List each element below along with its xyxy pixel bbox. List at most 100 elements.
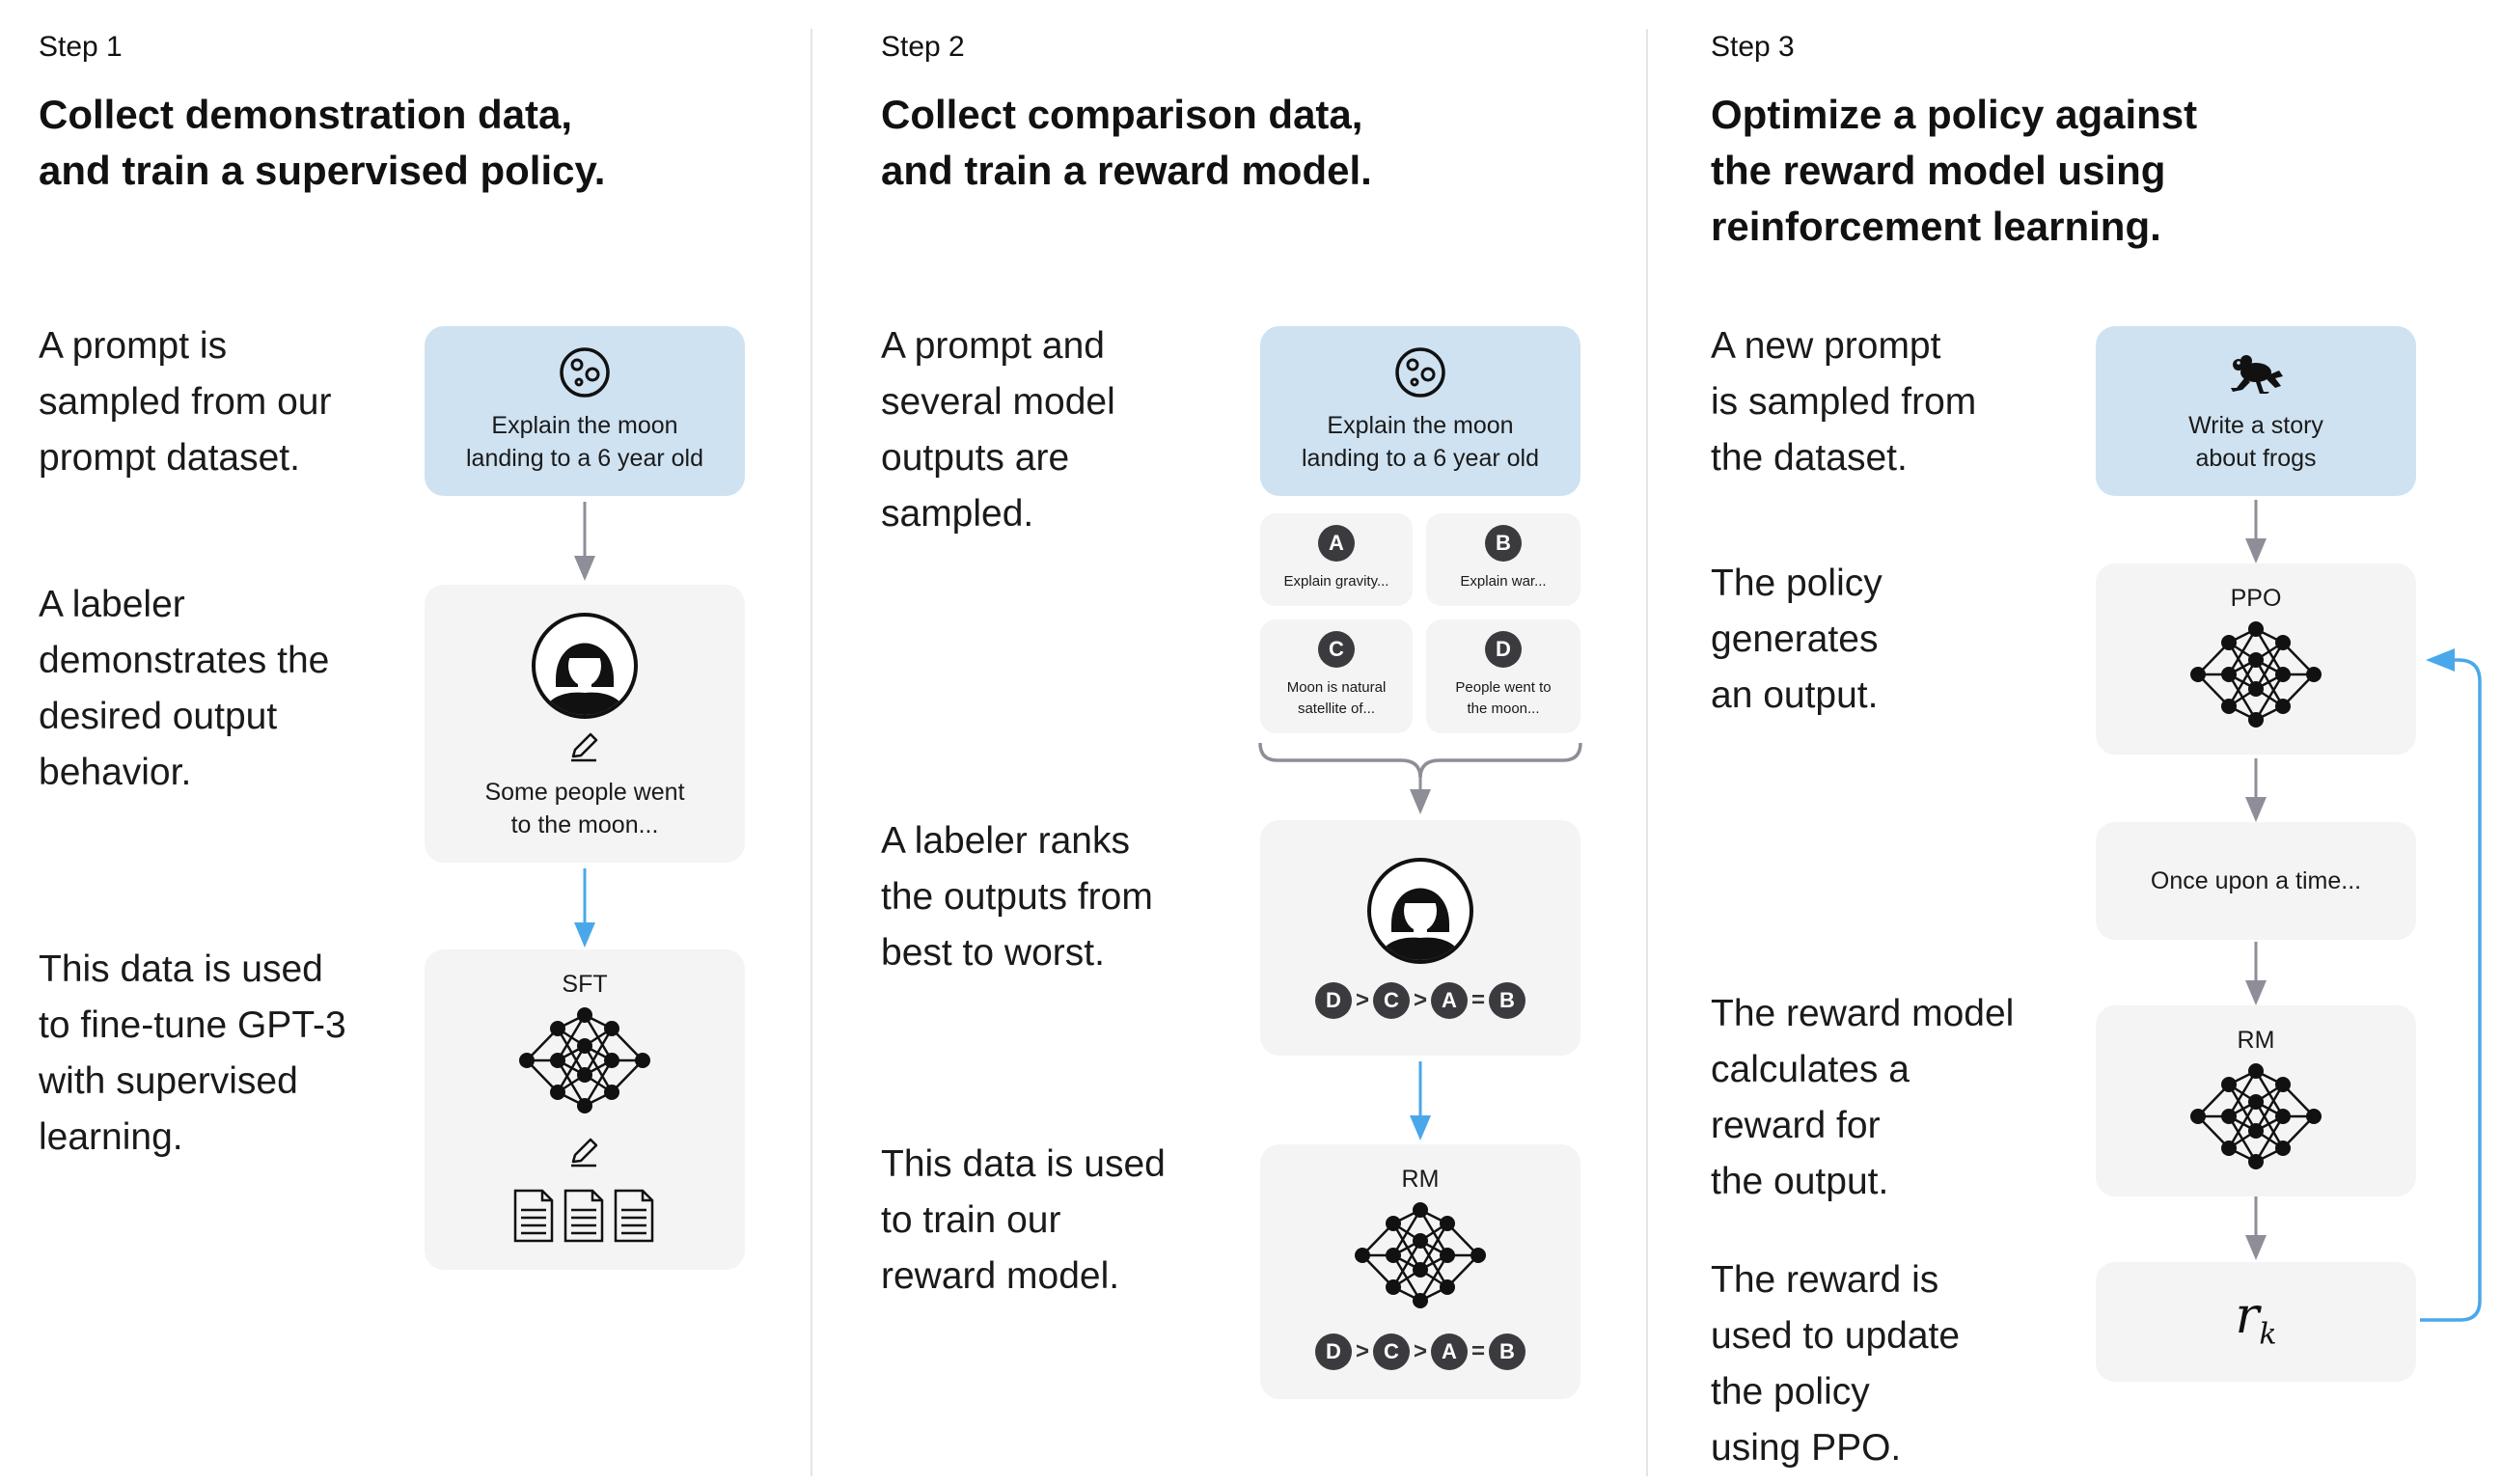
step-1-prompt-card: Explain the moon landing to a 6 year old bbox=[425, 326, 745, 496]
nn-node bbox=[1386, 1248, 1401, 1263]
desc-line: behavior. bbox=[39, 752, 192, 793]
step-1-title-line: and train a supervised policy. bbox=[39, 148, 606, 193]
desc-line: several model bbox=[881, 381, 1115, 423]
nn-node bbox=[2221, 1140, 2237, 1156]
output-text: People went to the moon... bbox=[1432, 677, 1575, 720]
divider-1 bbox=[811, 29, 812, 1476]
step-2-desc-sampled: A prompt and several model outputs are s… bbox=[881, 318, 1115, 542]
nn-node bbox=[604, 1085, 619, 1100]
nn-node bbox=[2275, 1140, 2291, 1156]
document-icon bbox=[513, 1189, 654, 1243]
person-icon bbox=[1367, 858, 1473, 964]
desc-line: This data is used bbox=[39, 948, 323, 990]
prompt-line: about frogs bbox=[2195, 445, 2317, 472]
prompt-text: Explain the moon landing to a 6 year old bbox=[1260, 409, 1580, 475]
nn-node bbox=[2275, 699, 2291, 714]
nn-edge bbox=[2254, 673, 2285, 721]
nn-node bbox=[2221, 1109, 2237, 1124]
nn-node bbox=[2248, 712, 2264, 728]
step-3-desc-prompt: A new prompt is sampled from the dataset… bbox=[1711, 318, 1976, 486]
step-3-desc-policy: The policy generates an output. bbox=[1711, 556, 1883, 724]
demo-line: Some people went bbox=[484, 779, 685, 806]
step-3-ppo-card: PPO bbox=[2096, 563, 2416, 755]
neural-network-icon bbox=[2190, 1063, 2322, 1169]
step-2-prompt-card: Explain the moon landing to a 6 year old bbox=[1260, 326, 1580, 496]
nn-edge bbox=[1418, 1223, 1449, 1271]
rank-operator: > bbox=[1355, 987, 1369, 1013]
desc-line: This data is used bbox=[881, 1143, 1166, 1185]
step-1-desc-labeler: A labeler demonstrates the desired outpu… bbox=[39, 577, 329, 801]
step-3-prompt-card: Write a story about frogs bbox=[2096, 326, 2416, 496]
output-line: People went to bbox=[1455, 679, 1552, 696]
rank-badge: D bbox=[1315, 982, 1352, 1019]
rank-operator: = bbox=[1470, 1338, 1485, 1364]
output-card-d: D People went to the moon... bbox=[1426, 619, 1580, 733]
desc-line: A labeler bbox=[39, 584, 185, 625]
nn-edge bbox=[556, 1045, 587, 1093]
nn-node bbox=[1413, 1233, 1428, 1249]
nn-node bbox=[577, 1038, 592, 1054]
output-line: Explain war... bbox=[1460, 573, 1547, 590]
moon-icon bbox=[560, 347, 610, 398]
desc-line: the dataset. bbox=[1711, 437, 1908, 479]
nn-edge bbox=[2254, 1084, 2285, 1132]
pencil-icon bbox=[571, 1138, 598, 1168]
desc-line: sampled. bbox=[881, 493, 1034, 535]
nn-edge bbox=[2254, 659, 2285, 707]
desc-line: to fine-tune GPT-3 bbox=[39, 1004, 346, 1046]
step-3-title-line: the reward model using bbox=[1711, 148, 2166, 193]
step-3-title: Optimize a policy against the reward mod… bbox=[1711, 87, 2197, 255]
nn-edge bbox=[583, 1028, 614, 1076]
desc-line: an output. bbox=[1711, 674, 1879, 716]
nn-node bbox=[2275, 635, 2291, 650]
step-3-desc-reward-model: The reward model calculates a reward for… bbox=[1711, 986, 2014, 1210]
brace-arrow-icon bbox=[1258, 742, 1582, 814]
nn-node bbox=[550, 1085, 565, 1100]
nn-node bbox=[2248, 1094, 2264, 1110]
output-badge: D bbox=[1485, 631, 1522, 668]
output-line: satellite of... bbox=[1297, 701, 1376, 717]
desc-line: demonstrates the bbox=[39, 640, 330, 681]
model-label: RM bbox=[1401, 1166, 1440, 1193]
arrow-down-icon bbox=[2245, 758, 2267, 822]
arrow-down-icon bbox=[2245, 1196, 2267, 1260]
nn-node bbox=[2306, 1109, 2322, 1124]
output-line: the moon... bbox=[1467, 701, 1540, 717]
rank-badge: A bbox=[1431, 1333, 1468, 1370]
nn-edge bbox=[2227, 1070, 2258, 1117]
rank-operator: > bbox=[1413, 987, 1427, 1013]
rank-badge: C bbox=[1373, 982, 1410, 1019]
nn-edge bbox=[583, 1059, 614, 1107]
nn-node bbox=[2275, 1077, 2291, 1092]
desc-line: used to update bbox=[1711, 1315, 1961, 1357]
person-icon bbox=[532, 613, 638, 719]
output-badge: B bbox=[1485, 525, 1522, 562]
output-badge: A bbox=[1318, 525, 1355, 562]
step-2-desc-rank: A labeler ranks the outputs from best to… bbox=[881, 813, 1153, 981]
nn-edge bbox=[1391, 1240, 1422, 1288]
nn-node bbox=[1440, 1216, 1455, 1231]
desc-line: with supervised bbox=[39, 1060, 298, 1102]
nn-edge bbox=[1391, 1223, 1422, 1271]
desc-line: reward model. bbox=[881, 1255, 1120, 1297]
desc-line: using PPO. bbox=[1711, 1427, 1902, 1469]
rank-badge: B bbox=[1489, 1333, 1525, 1370]
output-text: Moon is natural satellite of... bbox=[1266, 677, 1407, 720]
output-text: Explain war... bbox=[1432, 571, 1575, 592]
nn-edge bbox=[2254, 1115, 2285, 1163]
nn-node bbox=[519, 1053, 535, 1068]
nn-node bbox=[1413, 1202, 1428, 1218]
nn-node bbox=[604, 1053, 619, 1068]
desc-line: the output. bbox=[1711, 1161, 1889, 1202]
nn-node bbox=[550, 1021, 565, 1036]
arrow-down-icon bbox=[2245, 500, 2267, 563]
nn-node bbox=[1413, 1293, 1428, 1308]
nn-node bbox=[2248, 681, 2264, 697]
rank-badge: A bbox=[1431, 982, 1468, 1019]
nn-node bbox=[2248, 1154, 2264, 1169]
prompt-text: Write a story about frogs bbox=[2096, 409, 2416, 475]
step-2-desc-train: This data is used to train our reward mo… bbox=[881, 1137, 1166, 1305]
desc-line: best to worst. bbox=[881, 932, 1105, 974]
nn-edge bbox=[556, 1014, 587, 1061]
output-line: Explain gravity... bbox=[1283, 573, 1389, 590]
